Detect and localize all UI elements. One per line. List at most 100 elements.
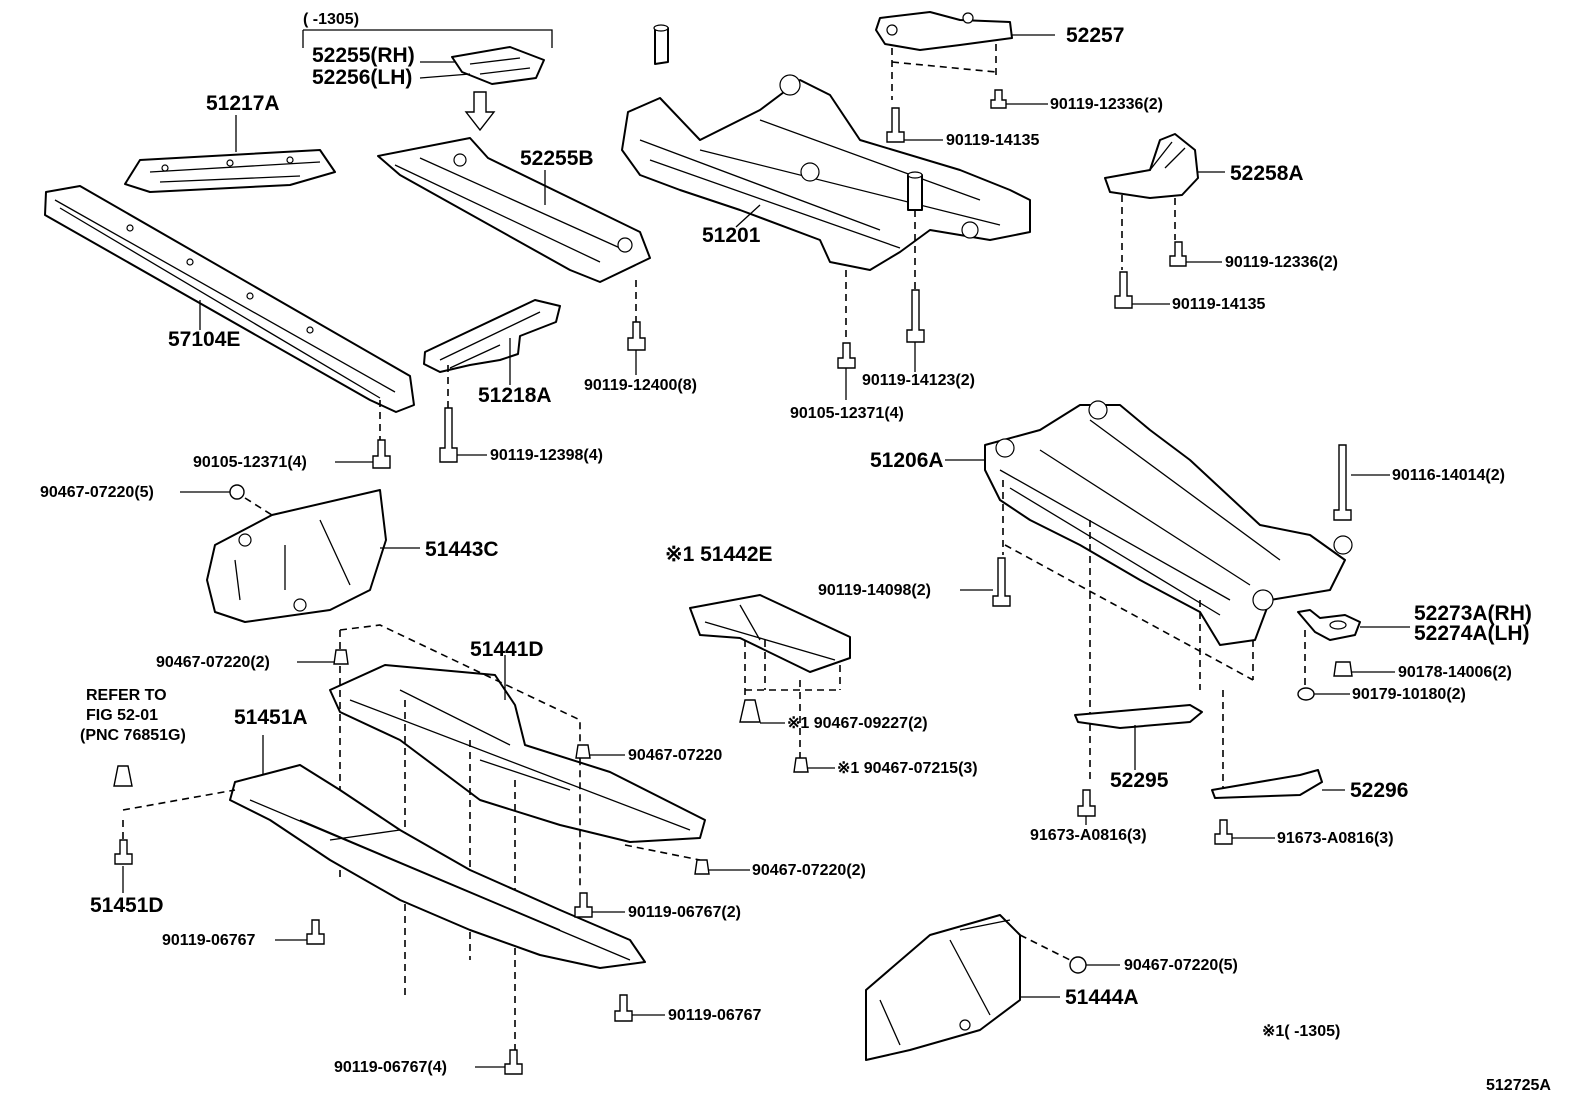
label-90119-06767-4: 90119-06767(4) bbox=[334, 1059, 447, 1076]
label-90119-14098: 90119-14098(2) bbox=[818, 582, 931, 599]
fasteners bbox=[113, 89, 1353, 1075]
label-90105-12371-a: 90105-12371(4) bbox=[790, 405, 904, 422]
label-57104E: 57104E bbox=[168, 328, 240, 351]
washer-icon bbox=[1297, 687, 1315, 701]
clip-icon bbox=[694, 859, 710, 875]
label-51218A: 51218A bbox=[478, 384, 552, 407]
label-90119-06767-b: 90119-06767 bbox=[668, 1007, 762, 1024]
part-51201 bbox=[621, 24, 1031, 271]
label-51217A: 51217A bbox=[206, 92, 280, 115]
bolt-icon bbox=[372, 439, 391, 469]
label-52257: 52257 bbox=[1066, 24, 1124, 47]
date-range-label: ( -1305) bbox=[303, 11, 359, 28]
clip-icon bbox=[113, 765, 133, 787]
part-52258A bbox=[1104, 133, 1225, 270]
label-90119-12336-a: 90119-12336(2) bbox=[1050, 96, 1163, 113]
part-57104E bbox=[44, 185, 415, 413]
label-90119-14123: 90119-14123(2) bbox=[862, 372, 975, 389]
nut-icon bbox=[1333, 661, 1353, 677]
label-51442E: ※1 51442E bbox=[665, 543, 773, 566]
label-51443C: 51443C bbox=[425, 538, 499, 561]
footnote: ※1( -1305) bbox=[1262, 1023, 1340, 1040]
label-51206A: 51206A bbox=[870, 449, 944, 472]
label-90467-07220-5a: 90467-07220(5) bbox=[40, 484, 154, 501]
clip-icon bbox=[739, 699, 761, 723]
part-51217A bbox=[124, 115, 336, 193]
fastener-leaders bbox=[122, 103, 1395, 1068]
label-90119-12400: 90119-12400(8) bbox=[584, 377, 697, 394]
part-51206A bbox=[945, 400, 1353, 790]
label-90119-14135-b: 90119-14135 bbox=[1172, 296, 1266, 313]
stud-icon bbox=[1333, 444, 1352, 521]
refer-line-3: (PNC 76851G) bbox=[80, 727, 186, 744]
label-90179-10180: 90179-10180(2) bbox=[1352, 686, 1466, 703]
clip-icon bbox=[575, 744, 591, 759]
label-90467-07215: ※1 90467-07215(3) bbox=[837, 760, 978, 777]
part-52257 bbox=[875, 11, 1055, 100]
bolt-icon bbox=[992, 557, 1011, 607]
label-90119-12336-b: 90119-12336(2) bbox=[1225, 254, 1338, 271]
figure-id: 512725A bbox=[1486, 1077, 1551, 1094]
label-51444A: 51444A bbox=[1065, 986, 1139, 1009]
clip-icon bbox=[1069, 956, 1087, 974]
label-52255B: 52255B bbox=[520, 147, 594, 170]
bolt-icon bbox=[1169, 241, 1187, 267]
bolt-icon bbox=[906, 289, 925, 343]
label-91673-a: 91673-A0816(3) bbox=[1030, 827, 1147, 844]
part-52255-group bbox=[302, 29, 553, 132]
bolt-icon bbox=[886, 107, 905, 143]
part-52273A bbox=[1297, 609, 1410, 690]
bolt-icon bbox=[627, 321, 646, 351]
label-90467-07220-5b: 90467-07220(5) bbox=[1124, 957, 1238, 974]
bolt-icon bbox=[990, 89, 1007, 109]
bolt-icon bbox=[504, 1049, 523, 1075]
part-52295 bbox=[1074, 704, 1203, 770]
part-52255B bbox=[377, 137, 651, 283]
clip-icon bbox=[793, 757, 809, 773]
label-52273A: 52273A(RH) bbox=[1414, 602, 1532, 625]
bolt-icon bbox=[439, 407, 458, 463]
part-51442E bbox=[689, 594, 851, 760]
label-90467-07220-2a: 90467-07220(2) bbox=[156, 654, 270, 671]
clip-icon bbox=[229, 484, 245, 500]
refer-line-2: FIG 52-01 bbox=[86, 707, 158, 724]
label-51201: 51201 bbox=[702, 224, 761, 247]
label-90105-12371-b: 90105-12371(4) bbox=[193, 454, 307, 471]
part-51218A bbox=[423, 299, 561, 385]
label-52256: 52256(LH) bbox=[312, 66, 412, 89]
label-52258A: 52258A bbox=[1230, 162, 1304, 185]
refer-line-1: REFER TO bbox=[86, 687, 167, 704]
bolt-icon bbox=[614, 994, 633, 1022]
part-52296 bbox=[1211, 769, 1345, 799]
label-90119-06767-a: 90119-06767 bbox=[162, 932, 256, 949]
bolt-icon bbox=[1077, 789, 1096, 817]
label-52274A: 52274A(LH) bbox=[1414, 622, 1530, 645]
label-90467-09227: ※1 90467-09227(2) bbox=[787, 715, 928, 732]
label-90119-14135-a: 90119-14135 bbox=[946, 132, 1040, 149]
label-90467-07220-2b: 90467-07220(2) bbox=[752, 862, 866, 879]
label-90116-14014: 90116-14014(2) bbox=[1392, 467, 1505, 484]
label-90119-06767-2: 90119-06767(2) bbox=[628, 904, 741, 921]
label-52296: 52296 bbox=[1350, 779, 1408, 802]
label-90178-14006: 90178-14006(2) bbox=[1398, 664, 1512, 681]
bolt-icon bbox=[837, 342, 856, 369]
bolt-icon bbox=[1214, 819, 1233, 845]
part-51443C bbox=[206, 489, 420, 623]
bolt-icon bbox=[114, 839, 133, 865]
label-51441D: 51441D bbox=[470, 638, 544, 661]
label-52255: 52255(RH) bbox=[312, 44, 415, 67]
label-51451D: 51451D bbox=[90, 894, 164, 917]
label-91673-b: 91673-A0816(3) bbox=[1277, 830, 1394, 847]
label-52295: 52295 bbox=[1110, 769, 1169, 792]
label-90467-07220: 90467-07220 bbox=[628, 747, 722, 764]
bolt-icon bbox=[1114, 271, 1133, 309]
bolt-icon bbox=[574, 892, 593, 918]
label-90119-12398: 90119-12398(4) bbox=[490, 447, 603, 464]
part-51451A bbox=[122, 735, 646, 969]
part-51444A bbox=[865, 914, 1071, 1061]
clip-icon bbox=[333, 649, 349, 665]
part-labels: ( -1305) 52255(RH) 52256(LH) 51217A 5225… bbox=[40, 11, 1551, 1094]
bolt-icon bbox=[306, 919, 325, 945]
label-51451A: 51451A bbox=[234, 706, 308, 729]
